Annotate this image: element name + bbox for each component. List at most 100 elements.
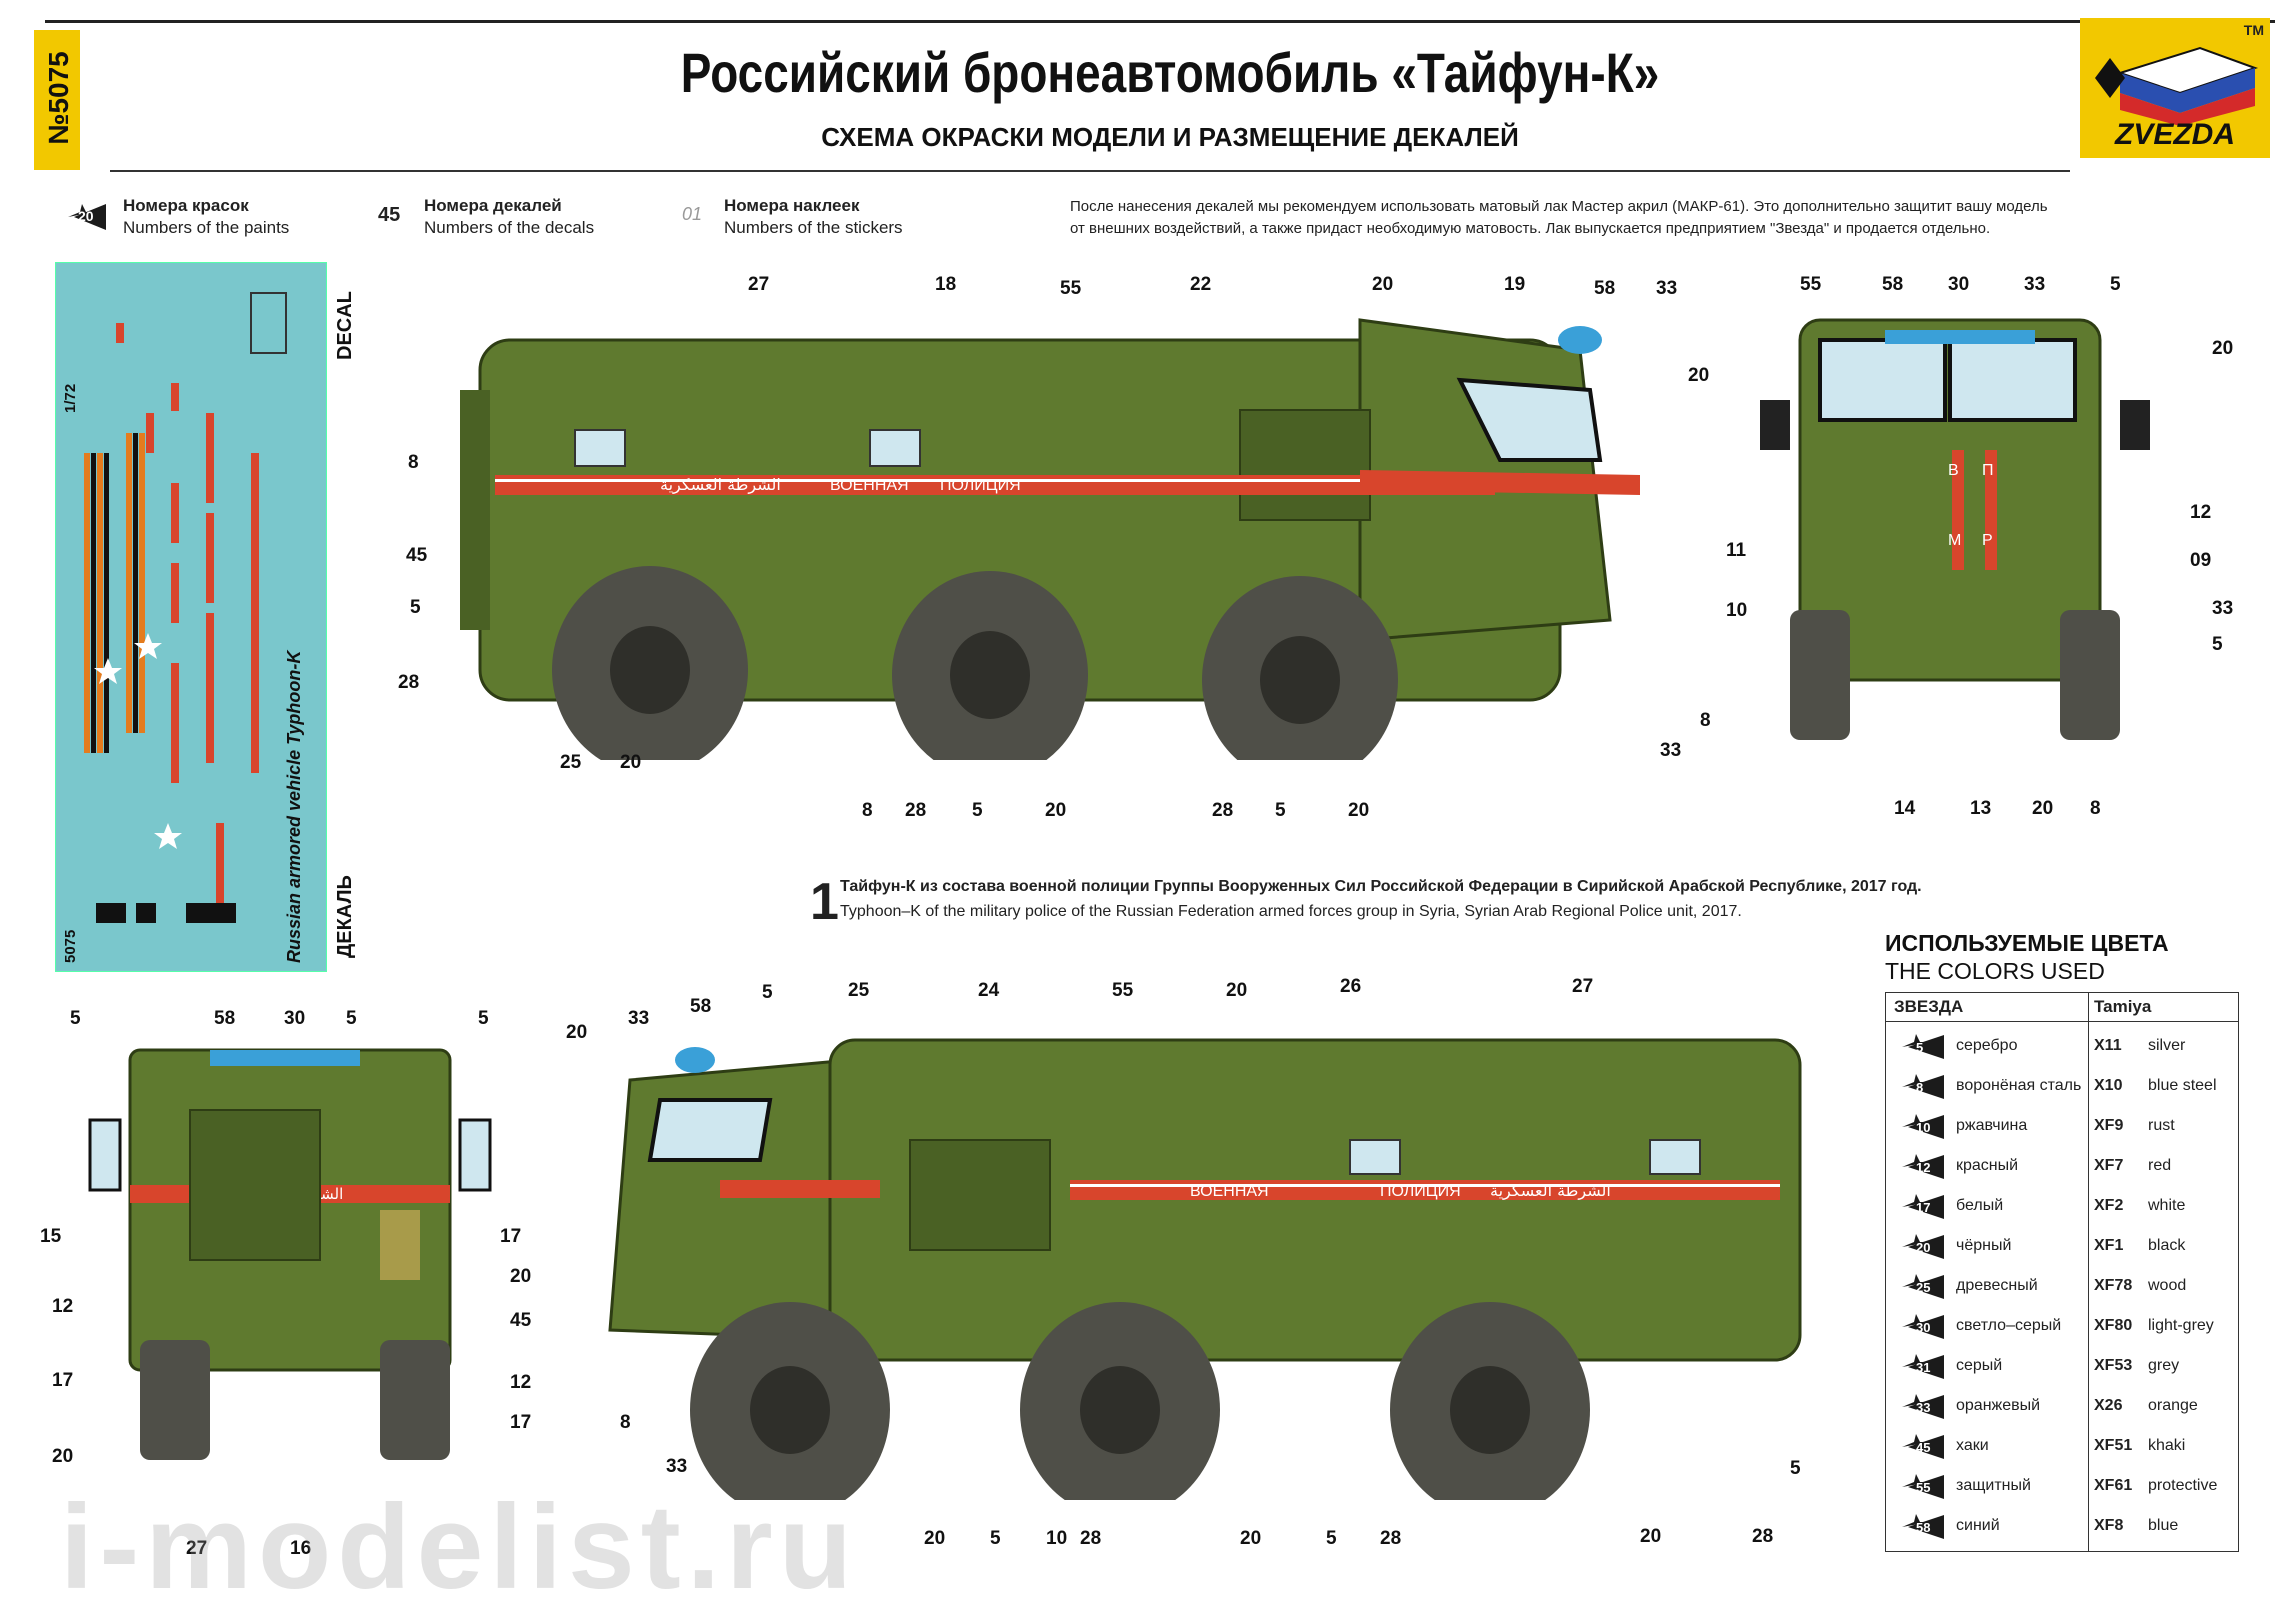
zvezda-logo: TM ZVEZDA [2080, 18, 2270, 158]
trademark: TM [2243, 22, 2264, 38]
color-name-en: light-grey [2148, 1317, 2214, 1334]
callout: 20 [1688, 365, 1710, 386]
tamiya-code: XF51 [2094, 1437, 2133, 1454]
variant-caption-ru: Тайфун-К из состава военной полиции Груп… [840, 878, 1922, 895]
flag-star-icon [2095, 46, 2259, 126]
header-rule [110, 170, 2070, 172]
callout: 5 [1275, 800, 1286, 821]
tamiya-code: X11 [2094, 1037, 2122, 1054]
svg-text:12: 12 [1916, 1160, 1930, 1175]
note-line-2: от внешних воздействий, а также придаст … [1070, 220, 1991, 237]
svg-text:17: 17 [1916, 1200, 1930, 1215]
kit-number: №5075 [43, 51, 74, 145]
callout: 16 [290, 1538, 312, 1559]
paint-star-icon: 25 [1902, 1274, 1944, 1299]
decal-badge: 45 [378, 204, 401, 226]
color-name-ru: белый [1956, 1197, 2004, 1214]
svg-text:25: 25 [1916, 1280, 1930, 1295]
callout: 5 [410, 597, 421, 618]
svg-text:10: 10 [1916, 1120, 1930, 1135]
callout: 19 [1504, 274, 1526, 295]
legend-decal-en: Numbers of the decals [424, 218, 595, 237]
page-subtitle: СХЕМА ОКРАСКИ МОДЕЛИ И РАЗМЕЩЕНИЕ ДЕКАЛЕ… [821, 122, 1519, 152]
color-name-en: blue [2148, 1517, 2179, 1534]
callout: 30 [284, 1008, 306, 1029]
callout: 33 [1656, 278, 1678, 299]
color-name-ru: серебро [1956, 1037, 2018, 1054]
callout: 28 [1380, 1528, 1402, 1549]
arabic-text-1: الشرطة العسكرية [660, 475, 781, 495]
callout: 20 [1372, 274, 1394, 295]
front-r-text: Р [1982, 532, 1993, 549]
svg-text:55: 55 [1916, 1480, 1930, 1495]
svg-text:33: 33 [1916, 1400, 1930, 1415]
callout: 33 [628, 1008, 650, 1029]
callout: 27 [748, 274, 770, 295]
color-name-ru: хаки [1956, 1437, 1989, 1454]
callout: 33 [2212, 598, 2234, 619]
legend-paint-ru: Номера красок [123, 196, 249, 215]
callout: 20 [620, 752, 642, 773]
color-name-ru: чёрный [1956, 1237, 2012, 1254]
callout: 5 [2212, 634, 2223, 655]
callout: 20 [2032, 798, 2054, 819]
callout: 17 [52, 1370, 74, 1391]
callout: 12 [2190, 502, 2212, 523]
paint-star-icon: 55 [1902, 1474, 1944, 1499]
tamiya-code: X26 [2094, 1397, 2123, 1414]
paint-badge: 20 [68, 200, 108, 234]
variant-caption-en: Typhoon–K of the military police of the … [840, 903, 1742, 920]
svg-text:20: 20 [1916, 1240, 1930, 1255]
front-p-text: П [1982, 462, 1994, 479]
callout: 28 [1212, 800, 1234, 821]
callout: 8 [408, 452, 419, 473]
color-name-ru: ржавчина [1956, 1117, 2028, 1134]
callout: 55 [1112, 980, 1134, 1001]
callout: 17 [500, 1226, 522, 1247]
callout: 28 [1080, 1528, 1102, 1549]
police-text-2: ПОЛИЦИЯ [1380, 1183, 1461, 1200]
callout: 20 [1226, 980, 1248, 1001]
decal-items [84, 292, 287, 923]
callout: 20 [510, 1266, 532, 1287]
svg-text:30: 30 [1916, 1320, 1930, 1335]
callout: 20 [1045, 800, 1067, 821]
svg-text:58: 58 [1916, 1520, 1930, 1535]
police-text-1: ПОЛИЦИЯ [940, 477, 1021, 494]
front-m-text: М [1948, 532, 1961, 549]
callout: 20 [566, 1022, 588, 1043]
paint-star-icon: 30 [1902, 1314, 1944, 1339]
decal-label-ru: ДЕКАЛЬ [334, 875, 356, 958]
color-name-ru: серый [1956, 1357, 2003, 1374]
tamiya-code: XF53 [2094, 1357, 2133, 1374]
kit-number-tab: №5075 [34, 30, 80, 170]
callout: 17 [510, 1412, 532, 1433]
paint-star-icon: 45 [1902, 1434, 1944, 1459]
color-name-ru: красный [1956, 1157, 2019, 1174]
callout: 09 [2190, 550, 2212, 571]
callout: 8 [1700, 710, 1711, 731]
color-name-en: red [2148, 1157, 2172, 1174]
paint-star-icon: 8 [1902, 1074, 1944, 1099]
callout: 12 [510, 1372, 532, 1393]
color-name-en: silver [2148, 1037, 2186, 1054]
vehicle-rear-view: الشرطة العسكرية [88, 1048, 492, 1460]
tamiya-code: XF8 [2094, 1517, 2124, 1534]
page-title: Российский бронеавтомобиль «Тайфун-К» [680, 41, 1660, 104]
callout: 25 [560, 752, 582, 773]
tamiya-code: XF1 [2094, 1237, 2124, 1254]
callout: 58 [214, 1008, 236, 1029]
callout: 5 [478, 1008, 489, 1029]
color-name-en: wood [2148, 1277, 2187, 1294]
watermark: i-modelist.ru [60, 1480, 859, 1614]
vehicle-front-view: В П М Р [1760, 318, 2150, 740]
callout: 5 [990, 1528, 1001, 1549]
callout: 55 [1800, 274, 1822, 295]
callout: 33 [1660, 740, 1682, 761]
